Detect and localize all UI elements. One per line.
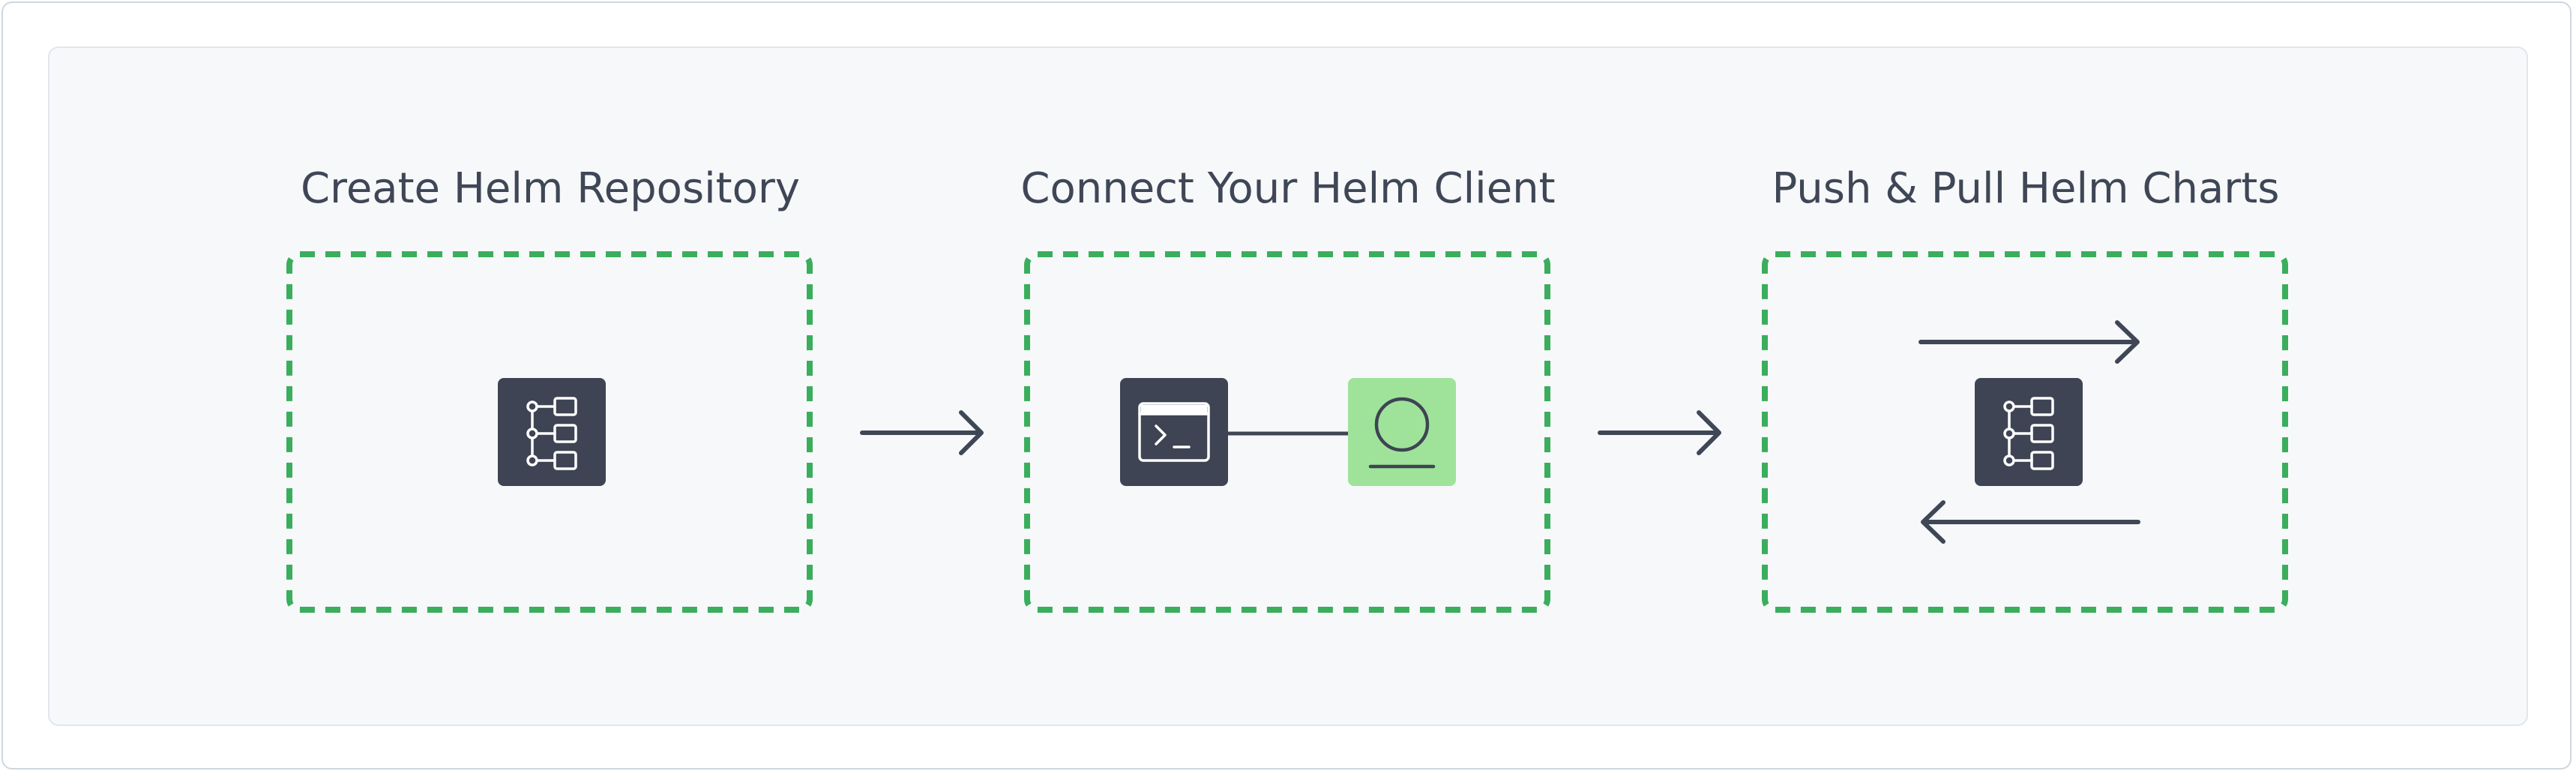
- pull-arrow: [1921, 500, 2140, 544]
- repository-tree-icon: [526, 397, 577, 470]
- repository-tree-icon: [2003, 397, 2054, 470]
- terminal-icon: [1138, 402, 1210, 462]
- user-tile: [1348, 378, 1456, 486]
- chart-repository-tile: [1975, 378, 2083, 486]
- step-2-title: Connect Your Helm Client: [1020, 164, 1556, 213]
- user-icon: [1368, 397, 1436, 469]
- step-1-title: Create Helm Repository: [300, 164, 801, 213]
- repository-tile: [498, 378, 606, 486]
- client-connector-line: [1227, 431, 1352, 436]
- step-3-title: Push & Pull Helm Charts: [1772, 164, 2280, 213]
- terminal-tile: [1120, 378, 1228, 486]
- push-arrow: [1919, 320, 2140, 364]
- diagram-panel: [48, 46, 2528, 726]
- step-2-to-3-arrow: [1598, 410, 1721, 455]
- step-1-to-2-arrow: [860, 410, 984, 455]
